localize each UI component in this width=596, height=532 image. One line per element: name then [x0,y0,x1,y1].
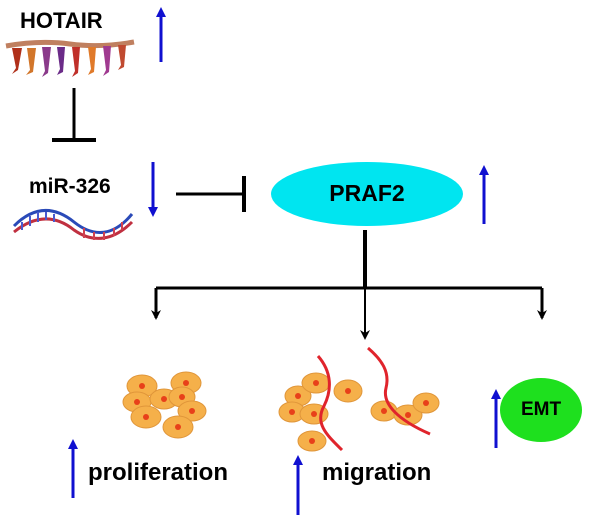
praf2-label: PRAF2 [329,180,405,206]
emt-label: EMT [520,399,562,420]
migration-label: migration [322,459,432,486]
inhibition-mir326-praf2 [176,176,246,212]
praf2-node [271,162,463,226]
emt-node [500,378,582,442]
branch-connector [151,230,547,340]
microrna-helix-icon [12,209,134,240]
proliferation-label: proliferation [88,459,229,486]
cell-cluster-icon [122,371,207,439]
rna-strand-icon [5,39,135,77]
migrating-cells-icon [278,346,440,452]
inhibition-hotair-mir326 [52,88,96,142]
hotair-label: HOTAIR [20,8,103,33]
mir326-label: miR-326 [29,175,111,198]
